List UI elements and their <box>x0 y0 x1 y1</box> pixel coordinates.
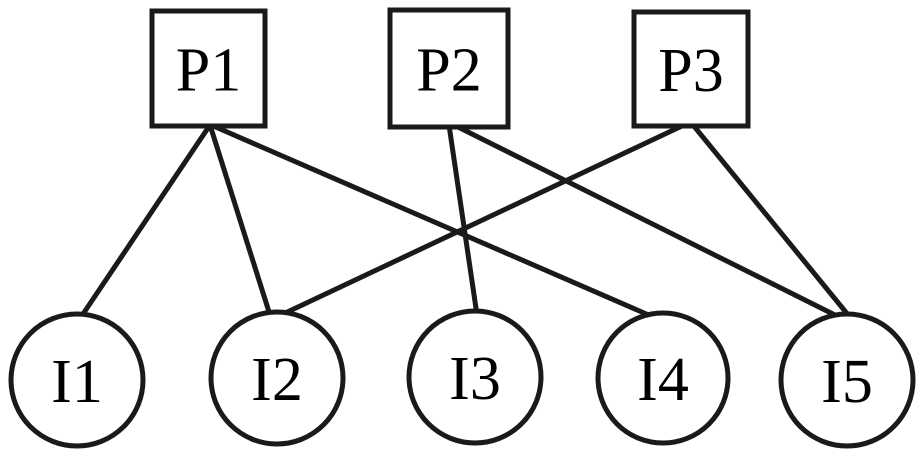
node-label: I1 <box>51 348 103 416</box>
circle-node-I1 <box>8 311 146 449</box>
node-label: I2 <box>251 346 303 414</box>
node-label: I3 <box>449 345 501 413</box>
node-label: I5 <box>821 348 873 416</box>
circle-node-I2 <box>208 309 346 447</box>
circle-node-I3 <box>406 308 544 446</box>
node-label: P3 <box>658 37 723 105</box>
node-label: P2 <box>416 37 481 105</box>
node-label: P1 <box>176 37 241 105</box>
edge-P3-I5 <box>691 123 851 318</box>
square-node-P3 <box>631 9 751 129</box>
edge-P1-I2 <box>207 124 273 316</box>
circle-node-I5 <box>778 311 916 449</box>
square-node-P1 <box>149 8 268 129</box>
edge-P3-I2 <box>279 122 686 318</box>
circle-node-I4 <box>595 310 731 446</box>
edges-layer <box>78 122 851 321</box>
edge-P2-I5 <box>452 122 843 321</box>
edge-P1-I1 <box>78 123 213 319</box>
edge-P1-I4 <box>210 122 652 319</box>
edge-P2-I3 <box>446 124 480 316</box>
node-label: I4 <box>637 346 689 414</box>
square-node-P2 <box>387 7 511 130</box>
